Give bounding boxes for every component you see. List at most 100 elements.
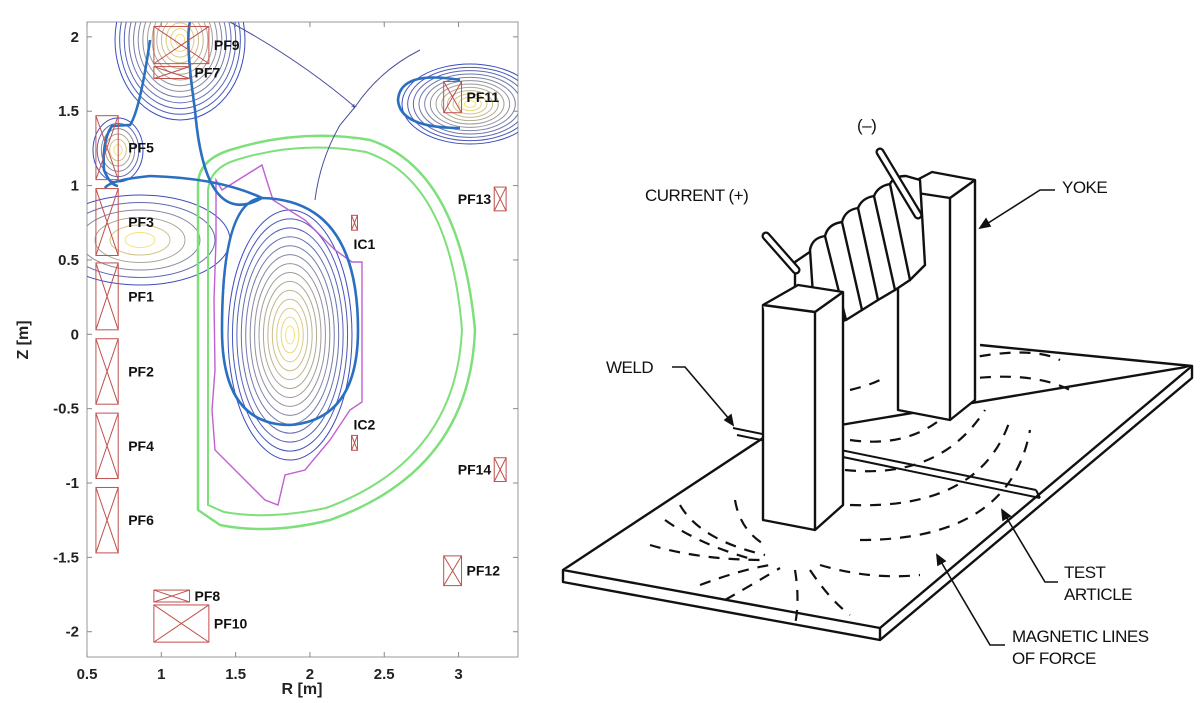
coil-label: PF8 <box>195 588 221 604</box>
coil-label: PF5 <box>128 140 154 156</box>
coil-label: IC1 <box>354 236 376 252</box>
pf9-flux-contour <box>114 22 246 121</box>
x-axis-label: R [m] <box>282 681 323 698</box>
coil-cross-icon <box>351 435 358 451</box>
coil-pf11: PF11 <box>443 80 500 114</box>
yoke-diagram: CURRENT (+) (–) YOKE WELD TEST ARTICLE M… <box>561 116 1194 668</box>
pf11-flux-contour <box>407 66 518 142</box>
coil-cross-icon <box>153 604 210 643</box>
y-tick-label: 0.5 <box>58 252 79 269</box>
coil-cross-icon <box>153 26 210 65</box>
pf3-flux-contour <box>109 224 171 256</box>
plasma-flux-contour <box>258 272 322 398</box>
y-tick-label: -0.5 <box>53 401 79 418</box>
plasma-flux-contour <box>231 218 349 452</box>
coil-cross-icon <box>95 115 119 180</box>
plate-back-edge <box>979 343 1193 368</box>
coil-box <box>443 80 463 114</box>
coil-cross-icon <box>351 215 358 231</box>
coil-label: PF11 <box>467 89 500 105</box>
pf11-flux-contour <box>452 93 488 115</box>
coil-label: PF4 <box>128 438 154 454</box>
coils: PF9PF7PF5PF3PF1PF2PF4PF6PF11PF13IC1IC2PF… <box>95 25 507 643</box>
y-tick-label: 1.5 <box>58 103 79 120</box>
coil-pf13: PF13 <box>458 186 507 212</box>
pf11-flux-contour <box>463 100 477 108</box>
test-label: TEST <box>1064 563 1106 582</box>
coil-box <box>443 555 463 587</box>
coil-pf8: PF8 <box>153 588 221 604</box>
magnetic-lines-label: MAGNETIC LINES <box>1012 627 1149 646</box>
coil-label: PF1 <box>128 288 154 304</box>
x-tick-label: 1.5 <box>225 666 246 683</box>
plasma-flux-contour <box>236 227 344 443</box>
pf9-flux-contour <box>147 22 213 81</box>
coil-label: PF6 <box>128 512 154 528</box>
coil-pf4: PF4 <box>95 412 154 480</box>
article-label: ARTICLE <box>1064 585 1132 604</box>
y-tick-label: 0 <box>71 326 79 343</box>
of-force-label: OF FORCE <box>1012 649 1096 668</box>
y-tick-label: -1.5 <box>53 549 79 566</box>
pf9-flux-contour <box>123 22 237 110</box>
coil-pf7: PF7 <box>153 65 221 81</box>
yoke-left-leg <box>761 283 845 532</box>
plasma-flux-contour <box>285 325 295 345</box>
coil-box <box>95 338 119 405</box>
coil-label: PF3 <box>128 214 154 230</box>
coil-cross-icon <box>443 555 462 586</box>
coil-label: PF9 <box>214 37 240 53</box>
pf9-flux-contour <box>133 22 227 98</box>
x-tick-label: 2.5 <box>374 666 395 683</box>
coil-box <box>153 589 191 603</box>
coil-box <box>95 115 119 181</box>
pf9-flux-contour <box>119 22 241 115</box>
pf3-flux-contour <box>87 209 201 271</box>
vacuum-vessel-outer <box>196 134 477 531</box>
coil-label: PF14 <box>458 462 492 478</box>
coil-box <box>95 486 119 554</box>
pf11-flux-contour <box>441 86 499 122</box>
plasma-flux-contour <box>271 298 309 372</box>
coil-cross-icon <box>493 457 507 482</box>
coil-pf9: PF9 <box>153 25 240 65</box>
coil-pf2: PF2 <box>95 338 154 405</box>
plasma-flux-contour <box>262 280 318 390</box>
plasma-flux-contour <box>280 316 300 354</box>
coil-pf10: PF10 <box>153 604 248 643</box>
minus-label: (–) <box>857 116 876 135</box>
separatrix: + <box>102 22 461 427</box>
coil-cross-icon <box>95 338 119 405</box>
coil-pf6: PF6 <box>95 486 154 554</box>
pf11-flux-contour <box>446 90 494 118</box>
x-tick-label: 1 <box>157 666 165 683</box>
yoke-label: YOKE <box>1062 178 1107 197</box>
coil-label: PF7 <box>195 65 221 81</box>
coil-cross-icon <box>153 66 190 79</box>
coil-pf1: PF1 <box>95 262 154 331</box>
equilibrium-plot: + PF9PF7PF5PF3PF1PF2PF4PF6PF11PF13IC1IC2… <box>15 21 519 698</box>
plasma-flux-contour <box>267 289 313 381</box>
coil-label: PF12 <box>467 563 501 579</box>
coil-cross-icon <box>493 186 507 212</box>
coil-box <box>153 25 210 65</box>
pf11-flux-contour <box>435 83 505 125</box>
y-axis: 21.510.50-0.5-1-1.5-2 <box>53 29 518 641</box>
svg-text:+: + <box>351 102 357 113</box>
pf11-flux-contour <box>424 76 516 132</box>
coil-cross-icon <box>95 412 119 479</box>
pf3-flux-contour <box>87 202 216 278</box>
pf9-flux-contour <box>151 22 209 75</box>
plasma-flux-contour <box>276 307 304 363</box>
leader-lines <box>672 189 1058 646</box>
vessel-and-wall <box>196 134 477 531</box>
coil-cross-icon <box>95 262 119 330</box>
pf11-flux-contour <box>418 73 518 135</box>
coil-cross-icon <box>443 81 462 113</box>
y-axis-label: Z [m] <box>15 320 32 359</box>
yoke-leader <box>984 189 1055 226</box>
coil-pf3: PF3 <box>95 188 154 256</box>
